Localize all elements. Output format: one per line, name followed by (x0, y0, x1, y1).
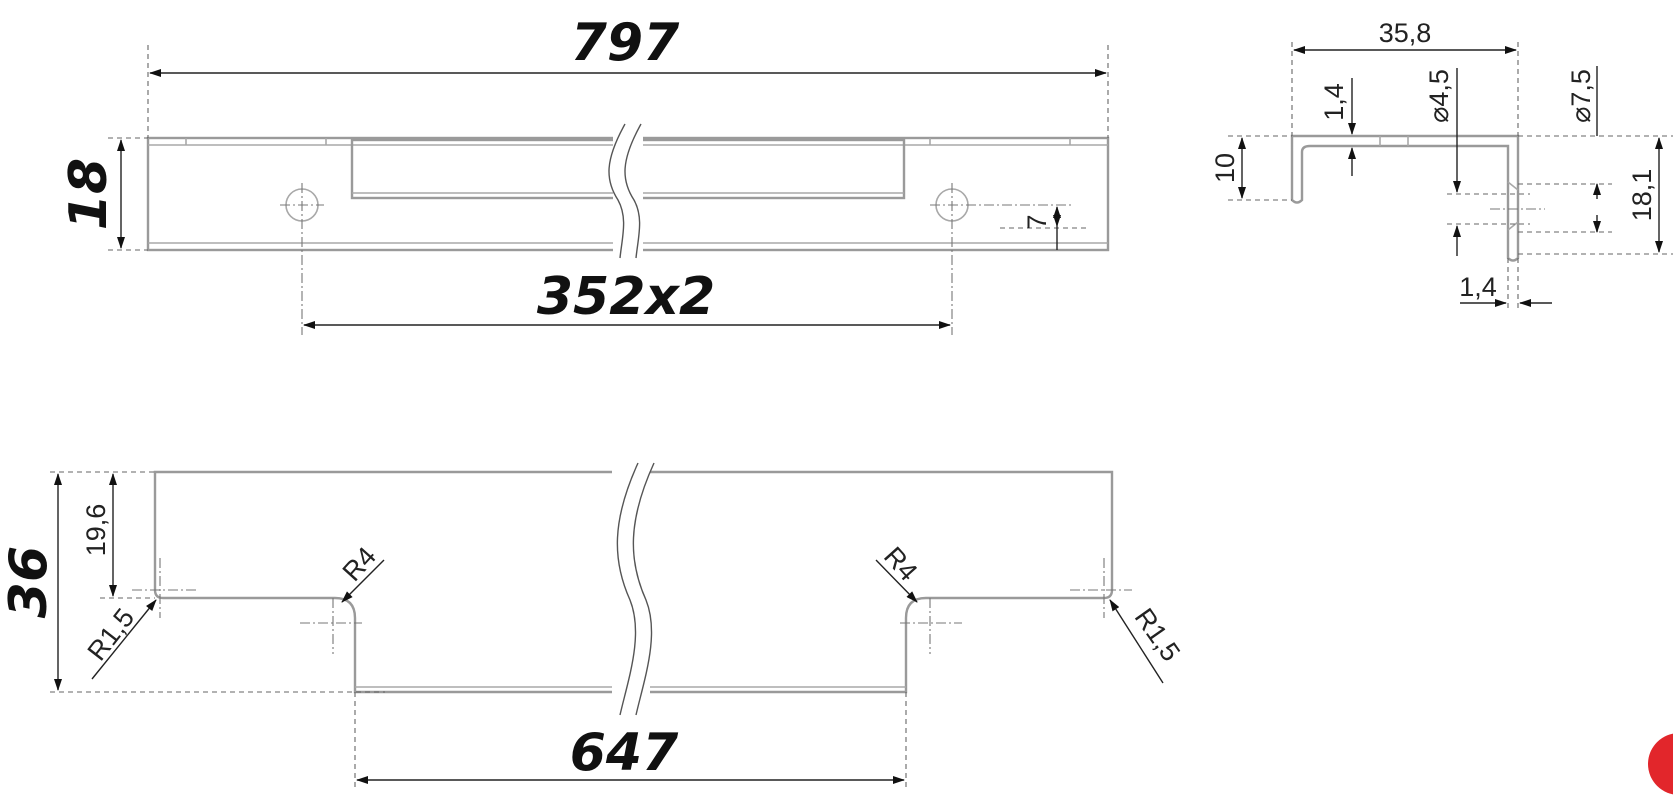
height-label: 18 (59, 158, 119, 230)
section-width-label: 35,8 (1379, 18, 1432, 48)
lip-height-label: 10 (1210, 153, 1240, 183)
large-hole-label: ⌀7,5 (1566, 69, 1596, 123)
front-view: 797 18 352x2 7 (59, 13, 1110, 335)
overall-length-label: 797 (571, 13, 680, 73)
radius-right-inner-label: R4 (878, 541, 923, 587)
radius-left-outer-label: R1,5 (82, 603, 141, 666)
hole-offset-label: 7 (1022, 214, 1052, 229)
top-wall-label: 1,4 (1319, 83, 1349, 121)
break-line (608, 123, 626, 259)
step-depth-label: 19,6 (81, 504, 111, 557)
small-hole-label: ⌀4,5 (1424, 69, 1454, 123)
cutout-view: 36 19,6 647 R1,5 R4 R4 R1,5 (0, 458, 1186, 790)
side-wall-label: 1,4 (1459, 272, 1497, 302)
depth-label: 36 (0, 546, 59, 618)
total-height-label: 18,1 (1627, 169, 1657, 222)
radius-right-outer-label: R1,5 (1129, 603, 1186, 667)
break-line (616, 462, 639, 716)
profile-section (1290, 134, 1520, 262)
cutout-length-label: 647 (570, 723, 679, 783)
hole-spacing-label: 352x2 (537, 267, 715, 327)
section-view: 35,8 1,4 ⌀4,5 ⌀7,5 10 18,1 1,4 (1210, 18, 1673, 310)
radius-left-inner-label: R4 (337, 541, 382, 587)
